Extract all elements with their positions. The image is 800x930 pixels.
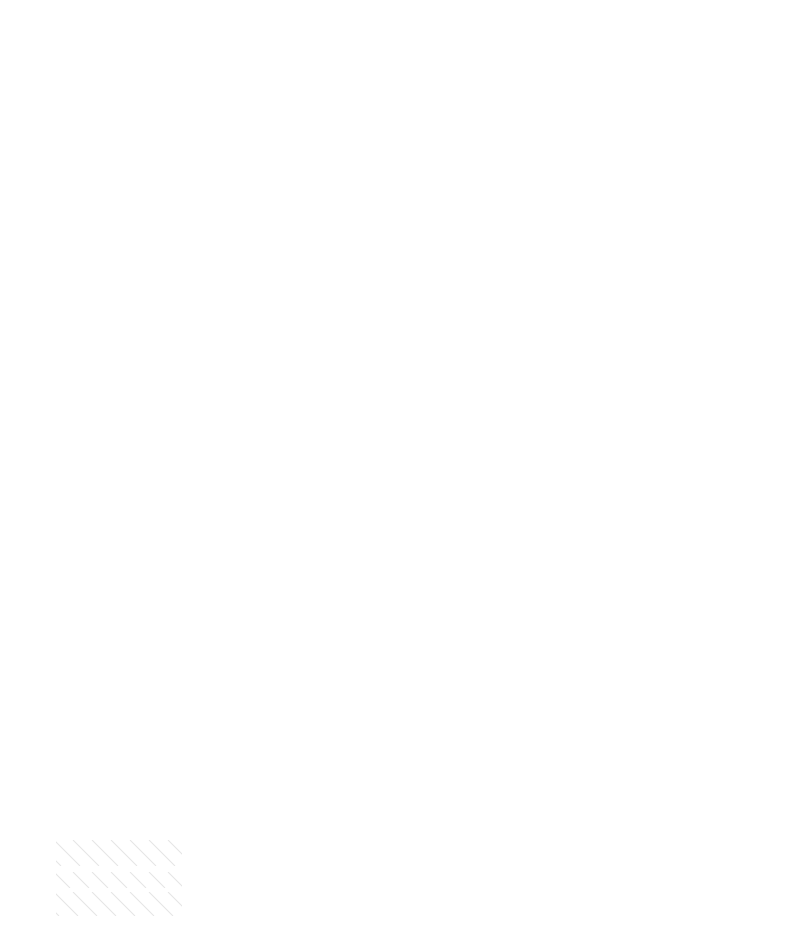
diagonal-hatch-icon xyxy=(56,840,182,916)
hatch-line xyxy=(148,840,176,866)
hatch-line xyxy=(56,873,71,888)
hatch-line xyxy=(56,893,79,916)
hatch-line xyxy=(167,872,182,887)
hatch-line xyxy=(72,892,98,916)
hatch-line xyxy=(129,892,155,916)
hatch-pattern-graphic xyxy=(56,840,182,916)
hatch-line xyxy=(56,860,62,866)
hatch-line xyxy=(148,872,166,888)
hatch-line xyxy=(110,840,138,866)
hatch-line xyxy=(91,840,119,866)
hatch-line xyxy=(91,872,109,888)
hatch-line xyxy=(110,892,136,916)
hatch-line xyxy=(167,840,182,855)
hatch-line xyxy=(72,872,90,888)
hatch-line xyxy=(91,892,117,916)
hatch-line xyxy=(72,840,100,866)
hatch-line xyxy=(129,840,157,866)
hatch-line xyxy=(148,892,174,916)
hatch-line xyxy=(129,872,147,888)
hatch-line xyxy=(167,892,182,907)
hatch-line xyxy=(110,872,128,888)
hatch-line xyxy=(56,841,81,866)
